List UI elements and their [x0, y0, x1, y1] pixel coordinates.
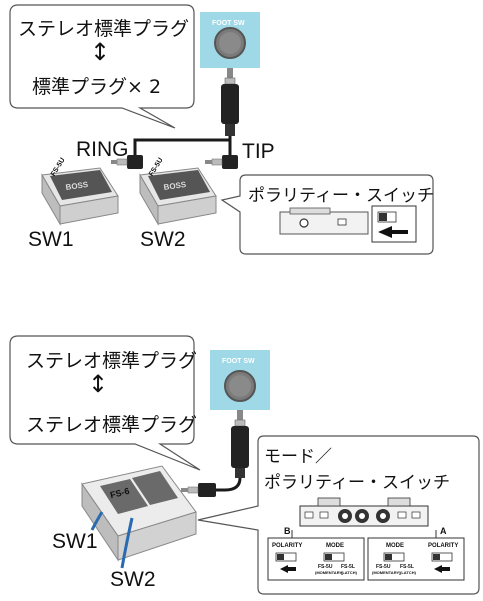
top-callout-line2: 標準プラグ× 2 — [32, 76, 162, 98]
bottom-cable — [215, 477, 242, 492]
bottom-callout-bubble — [9, 335, 201, 471]
top-cable-main — [133, 136, 232, 160]
left-polarity-switch — [275, 552, 297, 573]
mode-right-opt2: FS-5L — [400, 564, 414, 570]
ring-label: RING — [76, 138, 129, 161]
sw1-indicator-line — [90, 511, 104, 531]
bottom-pedal-plug — [181, 483, 216, 497]
bottom-sw1-label: SW1 — [52, 530, 98, 553]
top-sw2-label: SW2 — [140, 228, 186, 251]
mode-right-opt2b: (LATCH) — [400, 570, 416, 575]
mode-right-opt1: FS-5U — [376, 564, 391, 570]
bottom-sw2-label: SW2 — [110, 568, 156, 591]
mode-callout-line2: ポラリティー・スイッチ — [264, 473, 450, 493]
bottom-jack-panel-illustration — [299, 497, 429, 527]
tip-plug — [205, 155, 238, 169]
top-callout-arrow: ↕ — [90, 38, 111, 66]
panel-side-b: B — [284, 526, 291, 536]
mode-right-label: MODE — [386, 543, 404, 549]
bottom-twin-pedal — [81, 465, 197, 562]
top-sw1-label: SW1 — [28, 228, 74, 251]
bottom-callout-line1: ステレオ標準プラグ — [26, 350, 198, 372]
top-callout-bubble — [9, 4, 195, 129]
top-callout-line1: ステレオ標準プラグ — [18, 18, 190, 40]
bottom-callout-arrow: ↕ — [88, 370, 109, 398]
mode-left-opt2b: (LATCH) — [341, 570, 357, 575]
mode-left-opt1b: (MOMENTARY) — [315, 570, 344, 575]
polarity-left-label: POLARITY — [272, 543, 303, 549]
top-plug — [221, 68, 239, 136]
bottom-jack-label: FOOT SW — [222, 358, 255, 365]
svg-text:BOSS: BOSS — [163, 180, 187, 192]
top-pedal-sw1: BOSS — [41, 167, 119, 226]
panel-side-a: A — [440, 526, 447, 536]
tip-label: TIP — [242, 140, 275, 163]
mode-left-opt1: FS-5U — [318, 564, 333, 570]
mode-right-opt1b: (MOMENTARY) — [372, 570, 401, 575]
top-pedal-sw2: BOSS — [139, 167, 217, 226]
top-polarity-switch-illustration — [279, 205, 417, 243]
right-mode-switch — [383, 552, 405, 562]
left-mode-switch — [323, 552, 345, 562]
right-polarity-switch — [431, 552, 453, 573]
bottom-callout-line2: ステレオ標準プラグ — [26, 414, 198, 436]
mode-callout-line1: モード／ — [264, 447, 332, 467]
svg-text:BOSS: BOSS — [65, 180, 89, 192]
mode-left-opt2: FS-5L — [341, 564, 355, 570]
top-jack-label: FOOT SW — [212, 20, 245, 27]
sw2-indicator-line — [120, 517, 134, 569]
bottom-plug — [231, 410, 249, 478]
mode-left-label: MODE — [326, 543, 344, 549]
polarity-right-label: POLARITY — [428, 543, 459, 549]
ring-plug — [111, 155, 143, 169]
top-switch-callout-text: ポラリティー・スイッチ — [248, 186, 434, 206]
